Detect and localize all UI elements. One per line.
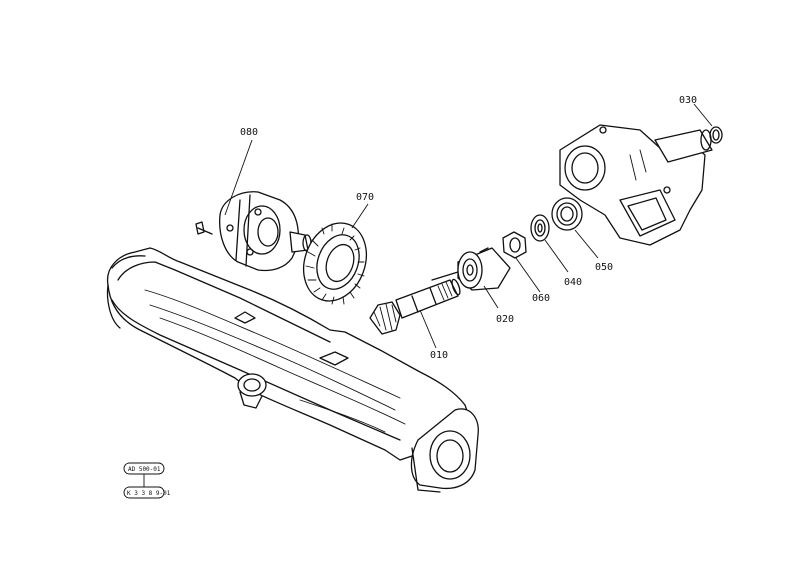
pinion-shaft xyxy=(369,271,463,335)
seal-040 xyxy=(530,214,550,242)
reference-stamp: AD 500-01 K 3 3 8 9-01 xyxy=(123,462,171,499)
bearing-020 xyxy=(457,247,511,291)
callout-040: 040 xyxy=(564,277,582,288)
callout-070: 070 xyxy=(356,192,374,203)
callout-020: 020 xyxy=(496,314,514,325)
reference-top: AD 500-01 xyxy=(128,466,161,473)
callout-080: 080 xyxy=(240,127,258,138)
leader-lines xyxy=(224,103,713,349)
callout-050: 050 xyxy=(595,262,613,273)
gear-housing xyxy=(559,124,713,246)
axle-housing xyxy=(106,247,479,493)
callout-030: 030 xyxy=(679,95,697,106)
differential-case xyxy=(195,191,312,272)
reference-bottom: K 3 3 8 9-01 xyxy=(127,490,171,497)
callout-060: 060 xyxy=(532,293,550,304)
bearing-cup-050 xyxy=(551,197,583,231)
callout-010: 010 xyxy=(430,350,448,361)
nut-060 xyxy=(502,231,527,259)
snap-ring-030 xyxy=(709,126,723,144)
ring-gear xyxy=(303,222,367,305)
